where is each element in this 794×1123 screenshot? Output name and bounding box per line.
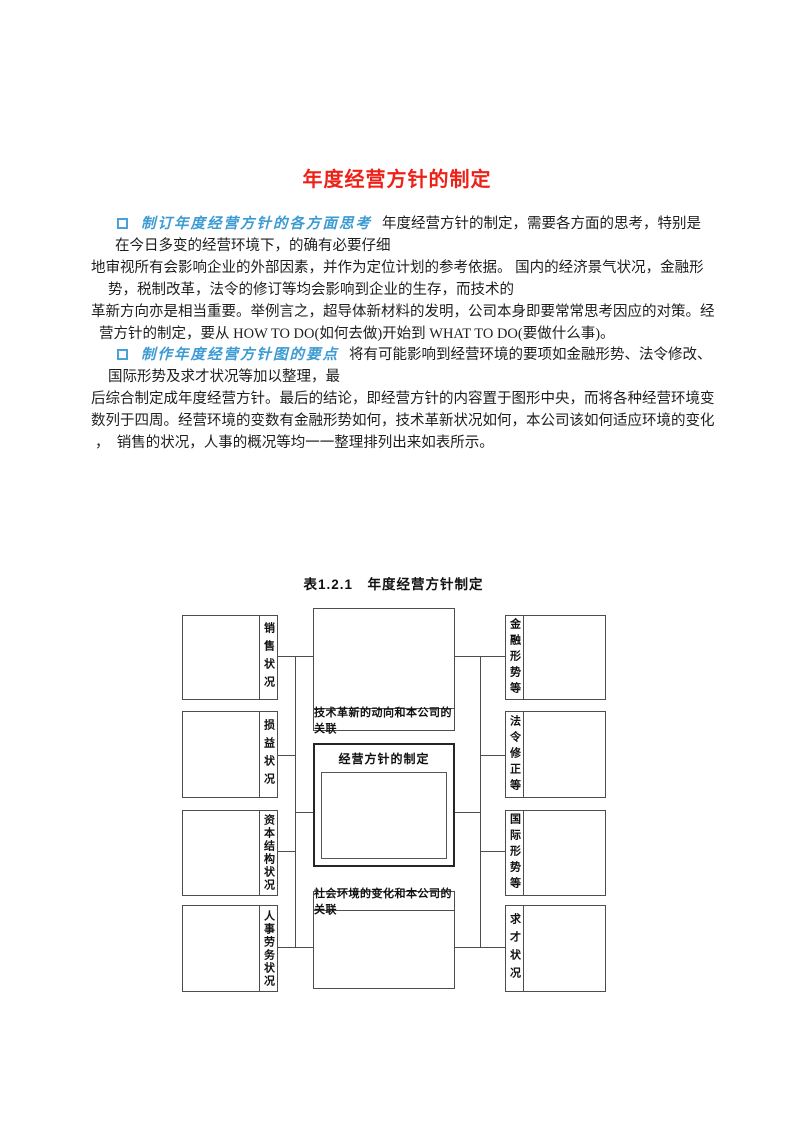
- box-label: 销售状况: [262, 621, 275, 694]
- box-label: 人事劳务状况: [262, 909, 275, 988]
- box-label: 法令修正等: [508, 714, 521, 795]
- right-box-international-situation: 国际形势等: [505, 810, 606, 896]
- paragraph-line: 营方针的制定，要从 HOW TO DO(如何去做)开始到 WHAT TO DO(…: [99, 325, 615, 342]
- left-box-label-strip: 人事劳务状况: [259, 906, 277, 991]
- right-box-label-strip: 求才状况: [506, 906, 524, 991]
- section-heading: 制订年度经营方针的各方面思考: [141, 216, 372, 232]
- box-label: 金融形势等: [508, 617, 521, 698]
- left-box-personnel-labor-status: 人事劳务状况: [182, 905, 278, 992]
- right-box-financial-situation: 金融形势等: [505, 615, 606, 700]
- connector-line: [278, 755, 295, 756]
- box-label: 资本结构状况: [262, 814, 275, 892]
- paragraph-line: 地审视所有会影响企业的外部因素，并作为定位计划的参考依据。 国内的经济景气状况，…: [91, 259, 704, 276]
- paragraph-text: 年度经营方针的制定，需要各方面的思考，特别是: [382, 216, 701, 232]
- section-heading: 制作年度经营方针图的要点: [141, 347, 339, 364]
- inner-empty-box: [321, 772, 447, 859]
- right-box-talent-recruitment: 求才状况: [505, 905, 606, 992]
- empty-cell: [524, 616, 605, 699]
- left-box-profit-loss-status: 损益状况: [182, 711, 278, 798]
- connector-line: [278, 656, 313, 657]
- box-label: 国际形势等: [508, 813, 521, 893]
- paragraph-line: 制作年度经营方针图的要点将有可能影响到经营环境的要项如金融形势、法令修改、: [91, 345, 712, 367]
- center-box-policy-formulation: 经营方针的制定: [313, 743, 455, 867]
- empty-cell: [183, 906, 259, 991]
- connector-line: [480, 755, 505, 756]
- paragraph-line: 势，税制改革，法令的修订等均会影响到企业的生存，而技术的: [108, 281, 514, 298]
- paragraph-line: ， 销售的状况，人事的概况等均一一整理排列出来如表所示。: [95, 435, 494, 452]
- empty-cell: [524, 811, 605, 895]
- left-box-sales-status: 销售状况: [182, 615, 278, 700]
- connector-trunk-right: [480, 656, 481, 948]
- empty-cell: [183, 811, 259, 895]
- center-box-social-environment: 社会环境的变化和本公司的关联: [313, 888, 455, 989]
- box-label: 技术革新的动向和本公司的关联: [314, 706, 454, 735]
- left-box-label-strip: 销售状况: [259, 616, 277, 699]
- box-label: 社会环境的变化和本公司的关联: [314, 888, 454, 916]
- figure-diagram: 表1.2.1 年度经营方针制定 销售状况 损益状况 资本结构状况 人事劳务状况 …: [180, 570, 607, 1000]
- left-box-capital-structure-status: 资本结构状况: [182, 810, 278, 896]
- right-box-label-strip: 金融形势等: [506, 616, 524, 699]
- empty-cell: [183, 712, 259, 797]
- empty-cell: [314, 911, 454, 988]
- page-title: 年度经营方针的制定: [302, 169, 492, 191]
- paragraph-line: 制订年度经营方针的各方面思考年度经营方针的制定，需要各方面的思考，特别是: [91, 214, 709, 236]
- square-bullet-icon: [117, 349, 128, 361]
- box-label: 损益状况: [262, 718, 275, 791]
- paragraph-line: 后综合制定成年度经营方针。最后的结论，即经营方针的内容置于图形中央，而将各种经营…: [91, 391, 715, 408]
- connector-trunk-left: [295, 656, 296, 948]
- left-box-label-strip: 资本结构状况: [259, 811, 277, 895]
- left-box-label-strip: 损益状况: [259, 712, 277, 797]
- paragraph-line: 数列于四周。经营环境的变数有金融形势如何，技术革新状况如何，本公司该如何适应环境…: [91, 413, 715, 430]
- connector-line: [455, 656, 505, 657]
- empty-cell: [524, 712, 605, 797]
- center-box-tech-innovation: 技术革新的动向和本公司的关联: [313, 608, 455, 735]
- empty-cell: [183, 616, 259, 699]
- square-bullet-icon: [117, 218, 128, 229]
- right-box-law-amendment: 法令修正等: [505, 711, 606, 798]
- paragraph-text: 将有可能影响到经营环境的要项如金融形势、法令修改、: [349, 347, 712, 364]
- connector-line: [455, 812, 480, 813]
- empty-cell: [524, 906, 605, 991]
- paragraph-line: 革新方向亦是相当重要。举例言之，超导体新材料的发明，公司本身即要常常思考因应的对…: [91, 303, 715, 320]
- right-box-label-strip: 法令修正等: [506, 712, 524, 797]
- box-label: 求才状况: [508, 912, 521, 985]
- right-box-label-strip: 国际形势等: [506, 811, 524, 895]
- connector-line: [480, 851, 505, 852]
- box-title: 经营方针的制定: [338, 751, 430, 766]
- connector-line: [278, 851, 295, 852]
- body-text: 制订年度经营方针的各方面思考年度经营方针的制定，需要各方面的思考，特别是 在今日…: [91, 214, 715, 455]
- connector-line: [278, 947, 313, 948]
- paragraph-line: 在今日多变的经营环境下，的确有必要仔细: [115, 237, 391, 254]
- figure-caption: 表1.2.1 年度经营方针制定: [303, 577, 484, 592]
- empty-cell: [314, 609, 454, 708]
- paragraph-line: 国际形势及求才状况等加以整理，最: [108, 369, 340, 386]
- connector-line: [295, 812, 313, 813]
- connector-line: [455, 947, 505, 948]
